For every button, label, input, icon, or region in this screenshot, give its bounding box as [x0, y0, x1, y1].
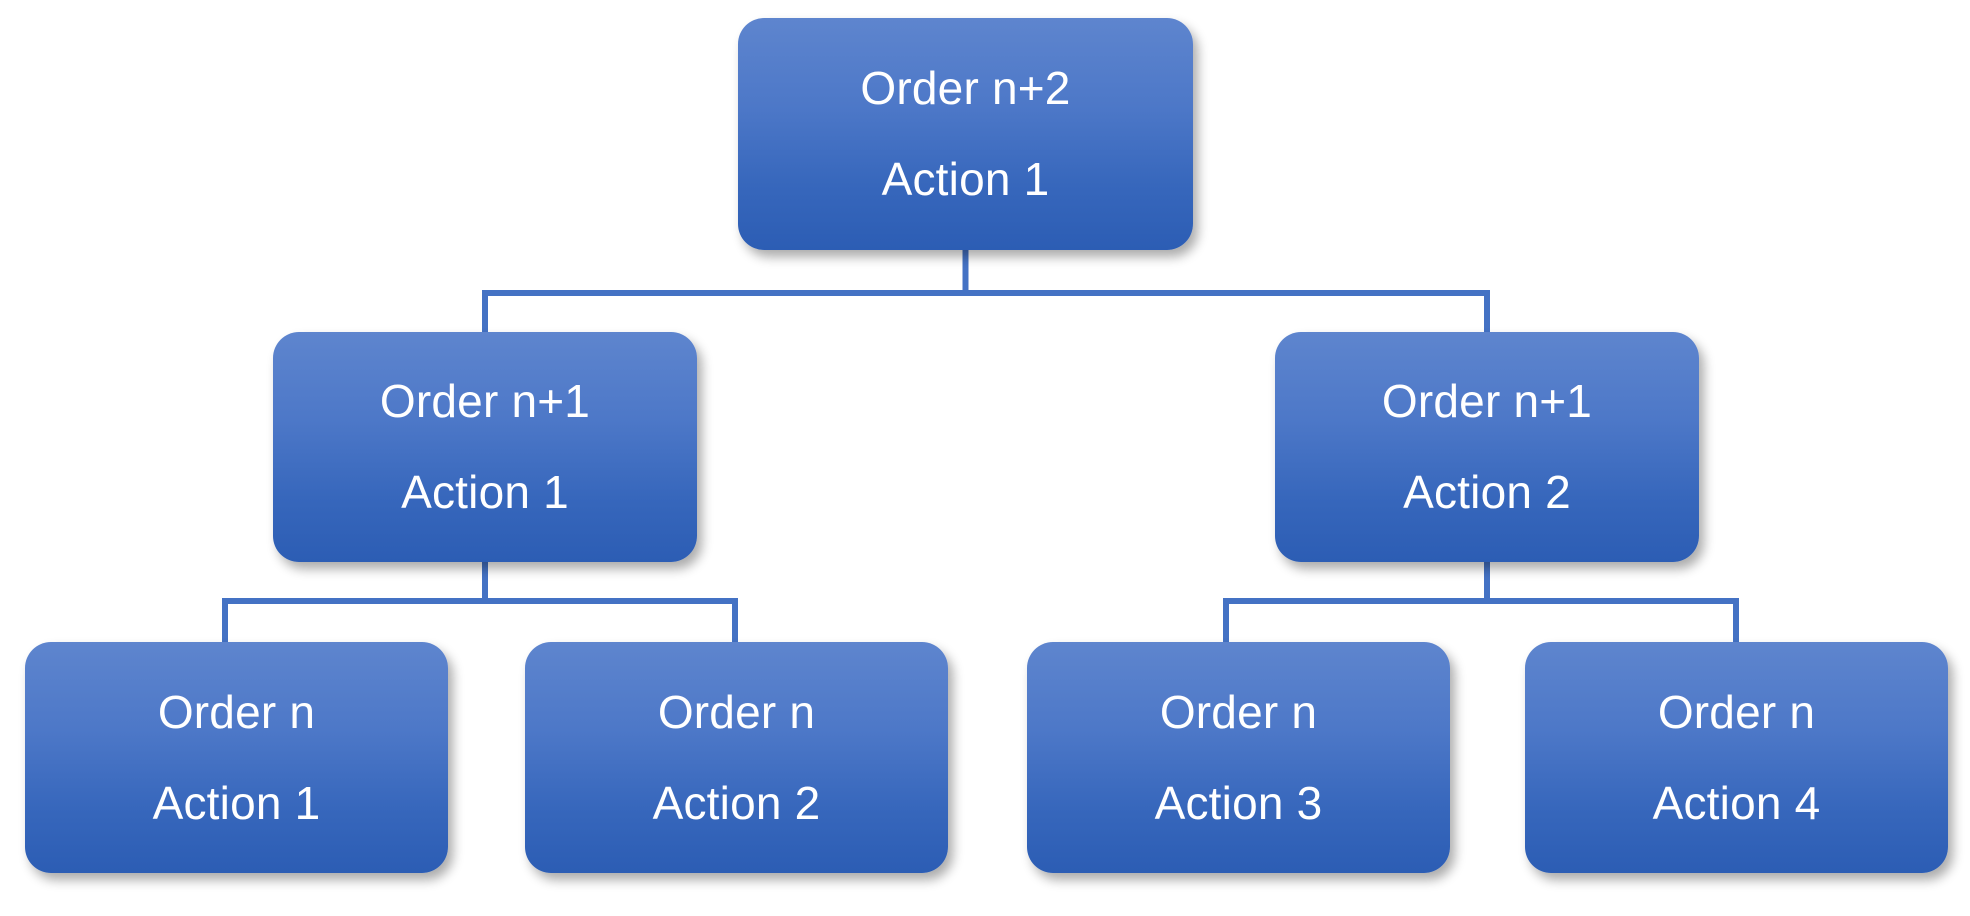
- node-action-label: Action 3: [1154, 776, 1323, 829]
- node-order-label: Order n: [1159, 685, 1318, 738]
- edge-mid-left-to-leaf-2: [482, 562, 738, 642]
- node-order-label: Order n+2: [860, 62, 1071, 115]
- node-action-label: Action 1: [401, 466, 569, 518]
- node-order-label: Order n+1: [1381, 375, 1593, 428]
- node-order-label: Order n: [157, 685, 316, 738]
- node-order-n-plus-2-action-1[interactable]: Order n+2 Action 1: [738, 18, 1193, 250]
- node-action-label: Action 1: [152, 776, 321, 829]
- node-action-label: Action 2: [652, 776, 821, 829]
- edge-root-to-mid-right: [962, 250, 1490, 332]
- node-order-n-action-2[interactable]: Order n Action 2: [525, 642, 948, 873]
- node-order-label: Order n+1: [379, 375, 591, 428]
- edge-root-to-mid-left: [482, 250, 969, 332]
- node-order-n-action-4[interactable]: Order n Action 4: [1525, 642, 1948, 873]
- node-order-n-action-3[interactable]: Order n Action 3: [1027, 642, 1450, 873]
- node-order-n-plus-1-action-1[interactable]: Order n+1 Action 1: [273, 332, 697, 562]
- node-order-n-plus-1-action-2[interactable]: Order n+1 Action 2: [1275, 332, 1699, 562]
- node-action-label: Action 4: [1652, 776, 1821, 829]
- node-action-label: Action 2: [1403, 466, 1571, 518]
- edge-mid-left-to-leaf-1: [222, 562, 488, 642]
- edge-mid-right-to-leaf-4: [1484, 562, 1739, 642]
- node-order-n-action-1[interactable]: Order n Action 1: [25, 642, 448, 873]
- node-order-label: Order n: [657, 685, 816, 738]
- node-action-label: Action 1: [881, 153, 1050, 205]
- node-order-label: Order n: [1657, 685, 1816, 738]
- edge-mid-right-to-leaf-3: [1223, 562, 1490, 642]
